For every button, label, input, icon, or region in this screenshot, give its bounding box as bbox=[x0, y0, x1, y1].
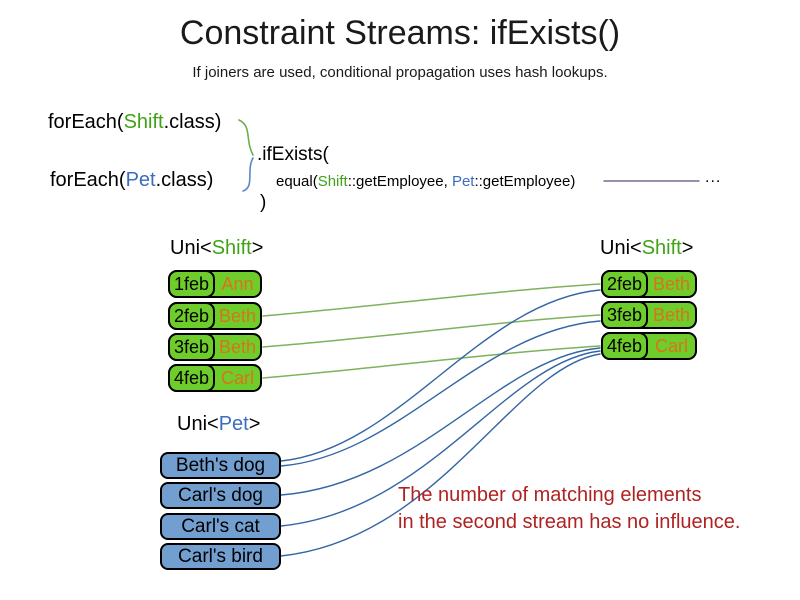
name-cell: Carl bbox=[220, 367, 254, 388]
code-ellipsis: ... bbox=[705, 169, 722, 186]
label-text: > bbox=[681, 237, 694, 259]
name-cell: Beth bbox=[652, 273, 691, 294]
shift-row-3feb-beth: 3feb Beth bbox=[168, 333, 262, 361]
pet-box-beths-dog: Beth's dog bbox=[160, 452, 281, 479]
name-cell: Carl bbox=[654, 335, 688, 356]
name-cell: Beth bbox=[218, 336, 257, 357]
code-equal-joiner: equal(Shift::getEmployee, Pet::getEmploy… bbox=[276, 173, 575, 190]
pet-box-carls-cat: Carl's cat bbox=[160, 513, 281, 540]
name-cell: Beth bbox=[218, 305, 257, 326]
connector-shift-4feb bbox=[262, 345, 601, 379]
code-text: .class) bbox=[163, 111, 222, 133]
date-cell: 4feb bbox=[168, 364, 215, 392]
shift-row-1feb-ann: 1feb Ann bbox=[168, 270, 262, 298]
shift-row-2feb-beth: 2feb Beth bbox=[168, 302, 262, 330]
shift-type-token: Shift bbox=[211, 237, 252, 259]
shift-class-token: Shift bbox=[317, 173, 348, 190]
connector-shift-3feb bbox=[262, 314, 601, 348]
shift-class-token: Shift bbox=[123, 111, 164, 133]
code-foreach-pet: forEach(Pet.class) bbox=[50, 169, 213, 192]
code-text: forEach( bbox=[48, 111, 124, 133]
label-text: Uni< bbox=[600, 237, 642, 259]
date-cell: 2feb bbox=[168, 302, 215, 330]
note-line-1: The number of matching elements bbox=[398, 484, 702, 506]
pet-class-token: Pet bbox=[451, 173, 475, 190]
note-text: The number of matching elements in the s… bbox=[398, 482, 740, 536]
date-cell: 3feb bbox=[601, 301, 648, 329]
pet-type-token: Pet bbox=[218, 413, 249, 435]
connector-carlsbird-4feb bbox=[280, 353, 601, 557]
code-text: ::getEmployee) bbox=[474, 173, 576, 190]
label-text: Uni< bbox=[177, 413, 219, 435]
page-title: Constraint Streams: ifExists() bbox=[179, 14, 621, 52]
pet-class-token: Pet bbox=[125, 169, 156, 191]
date-cell: 4feb bbox=[601, 332, 648, 360]
date-cell: 2feb bbox=[601, 270, 648, 298]
code-text: forEach( bbox=[50, 169, 126, 191]
code-ifexists: .ifExists( bbox=[257, 144, 329, 165]
shift-row-3feb-beth: 3feb Beth bbox=[601, 301, 697, 329]
page-subtitle: If joiners are used, conditional propaga… bbox=[192, 64, 608, 81]
shift-row-2feb-beth: 2feb Beth bbox=[601, 270, 697, 298]
pet-list-label: Uni<Pet> bbox=[177, 413, 260, 436]
code-text: .class) bbox=[155, 169, 214, 191]
label-text: > bbox=[251, 237, 264, 259]
connector-carlsdog-4feb bbox=[280, 347, 601, 496]
name-cell: Ann bbox=[221, 273, 254, 294]
connector-shift-2feb bbox=[262, 283, 601, 317]
connector-bethsdog-3feb bbox=[280, 320, 601, 467]
label-text: Uni< bbox=[170, 237, 212, 259]
code-text: equal( bbox=[276, 173, 318, 190]
date-cell: 3feb bbox=[168, 333, 215, 361]
brace-top-green bbox=[238, 119, 254, 156]
shift-type-token: Shift bbox=[641, 237, 682, 259]
date-cell: 1feb bbox=[168, 270, 215, 298]
code-text: ::getEmployee, bbox=[347, 173, 452, 190]
left-shift-table-label: Uni<Shift> bbox=[170, 237, 263, 260]
code-close-paren: ) bbox=[260, 192, 267, 213]
shift-row-4feb-carl: 4feb Carl bbox=[601, 332, 697, 360]
name-cell: Beth bbox=[652, 304, 691, 325]
label-text: > bbox=[248, 413, 261, 435]
pet-box-carls-bird: Carl's bird bbox=[160, 543, 281, 570]
code-foreach-shift: forEach(Shift.class) bbox=[48, 111, 221, 134]
right-shift-table-label: Uni<Shift> bbox=[600, 237, 693, 260]
connector-carlscat-4feb bbox=[280, 350, 601, 527]
connector-bethsdog-2feb bbox=[280, 289, 601, 462]
brace-bottom-blue bbox=[242, 157, 254, 192]
pet-box-carls-dog: Carl's dog bbox=[160, 482, 281, 509]
shift-row-4feb-carl: 4feb Carl bbox=[168, 364, 262, 392]
note-line-2: in the second stream has no influence. bbox=[398, 511, 741, 533]
